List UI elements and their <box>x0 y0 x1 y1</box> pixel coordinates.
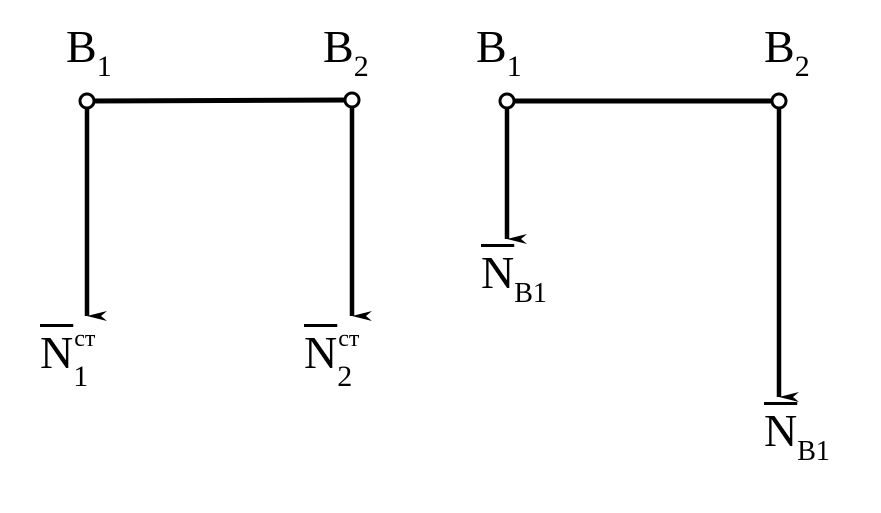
right-node1-label: B1 <box>476 21 522 82</box>
right-frame <box>498 92 799 402</box>
left-node2-index: 2 <box>353 50 369 83</box>
right-force2-index: B1 <box>797 436 830 467</box>
right-node1-hinge <box>498 92 516 110</box>
right-force1-letter: N <box>481 247 515 298</box>
left-force2-letter: N <box>304 327 338 378</box>
left-frame <box>78 91 372 321</box>
left-beam <box>86 97 353 104</box>
left-node1-hinge <box>78 92 96 110</box>
left-node2-label: B2 <box>323 21 369 82</box>
right-node2-index: 2 <box>794 50 810 83</box>
left-force1-index: 1 <box>73 360 89 393</box>
left-force2-superscript: ст <box>338 326 360 352</box>
right-force2-letter: N <box>764 405 798 456</box>
right-node2-letter: B <box>764 21 795 72</box>
left-node2-hinge <box>343 91 361 109</box>
right-force1-label: NB1 <box>481 247 547 308</box>
right-force2-label: NB1 <box>764 405 830 466</box>
left-node2-letter: B <box>323 21 354 72</box>
right-node1-letter: B <box>476 21 507 72</box>
left-force1-letter: N <box>40 327 74 378</box>
left-node1-letter: B <box>66 21 97 72</box>
left-force2-label: N2 ст <box>304 327 373 392</box>
left-node1-index: 1 <box>96 50 112 83</box>
left-node1-label: B1 <box>66 21 112 82</box>
right-node2-label: B2 <box>764 21 810 82</box>
left-force2-index: 2 <box>337 360 353 393</box>
right-force1-index: B1 <box>514 278 547 309</box>
left-force1-superscript: ст <box>74 326 96 352</box>
left-force1-label: N1 ст <box>40 327 109 392</box>
right-node2-hinge <box>770 92 788 110</box>
right-node1-index: 1 <box>506 50 522 83</box>
